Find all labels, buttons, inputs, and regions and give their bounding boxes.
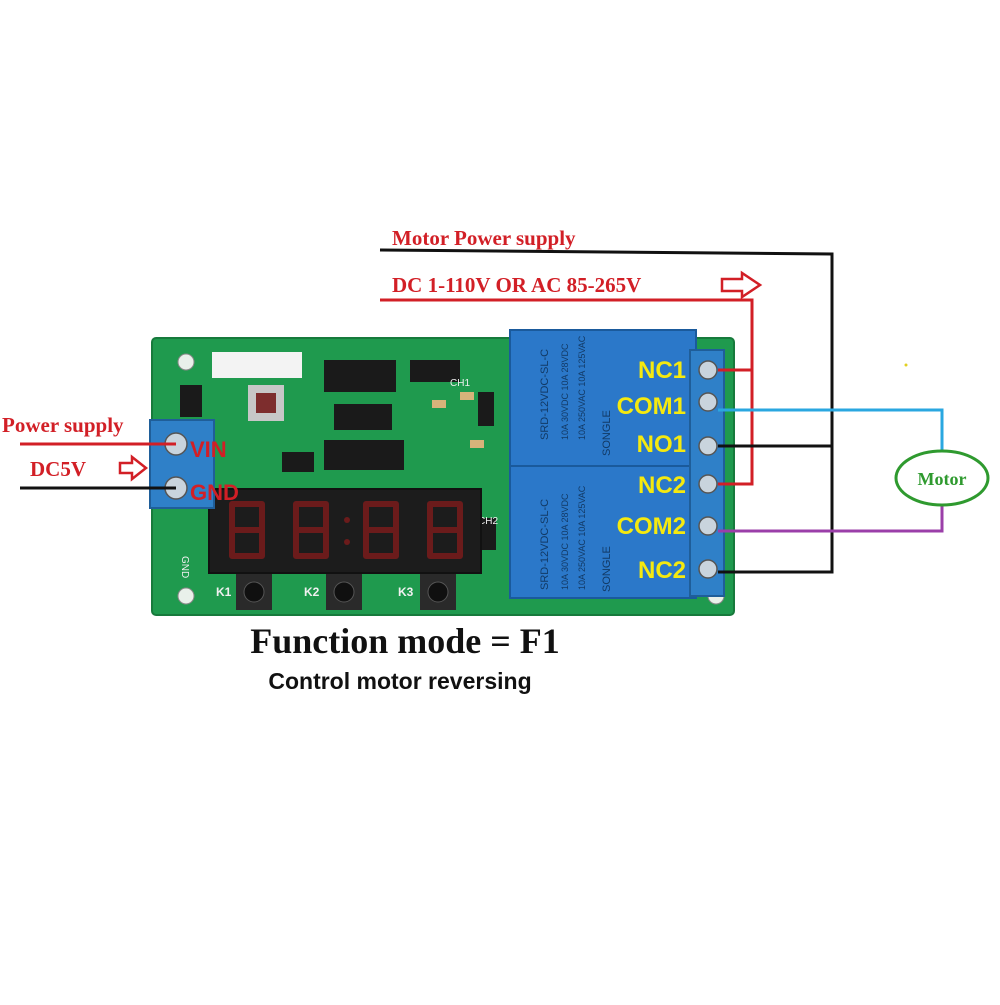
button-k3[interactable] [420, 574, 456, 610]
header-connector [212, 352, 302, 378]
ic-chip [334, 404, 392, 430]
ic-chip [282, 452, 314, 472]
supply-wire-black [379, 248, 834, 574]
pin-no1: NO1 [637, 431, 686, 458]
com2-wire [718, 506, 944, 533]
pin-com1: COM1 [617, 393, 686, 420]
arrow-right-icon [118, 454, 149, 482]
relay-1-rating: 10A 30VDC 10A 28VDC [560, 343, 570, 440]
seven-segment-display [208, 488, 482, 574]
function-mode-subtitle: Control motor reversing [268, 668, 532, 694]
transistor [482, 518, 496, 550]
ic-chip [324, 360, 396, 392]
relay-2-rating-2: 10A 250VAC 10A 125VAC [577, 485, 587, 590]
pin-nc1: NC1 [638, 357, 686, 384]
ic-chip [410, 360, 460, 382]
function-mode-title: Function mode = F1 [250, 621, 560, 661]
gnd-label: GND [190, 480, 239, 505]
supply-wire-red [380, 298, 754, 486]
mounting-hole [177, 353, 195, 371]
motor: Motor [894, 449, 990, 507]
relay-1-model: SRD-12VDC-SL-C [539, 349, 551, 440]
relay-module-board: CH1 CH2 GND [149, 329, 735, 616]
pin-nc2: NC2 [638, 472, 686, 499]
ch2-silk: CH2 [478, 516, 498, 527]
motor-supply-range: DC 1-110V OR AC 85-265V [392, 273, 641, 297]
relay-2: SRD-12VDC-SL-C 10A 30VDC 10A 28VDC 10A 2… [509, 465, 697, 599]
k2-label: K2 [304, 585, 320, 599]
motor-label: Motor [918, 469, 967, 489]
vin-label: VIN [190, 437, 227, 462]
button-k2[interactable] [326, 574, 362, 610]
pin-nc2-bottom: NC2 [638, 557, 686, 584]
relay-2-rating: 10A 30VDC 10A 28VDC [560, 493, 570, 590]
pin-com2: COM2 [617, 513, 686, 540]
relay-2-model: SRD-12VDC-SL-C [539, 499, 551, 590]
regulator [180, 385, 202, 417]
arrow-right-icon [720, 270, 763, 300]
input-terminal-block [149, 419, 215, 509]
relay-2-brand: SONGLE [601, 546, 613, 592]
power-supply-title: Power supply [2, 413, 124, 437]
transistor [478, 392, 494, 426]
power-supply-voltage: DC5V [30, 457, 86, 481]
ic-chip [324, 440, 404, 470]
gnd-silk: GND [179, 556, 190, 578]
button-k1[interactable] [236, 574, 272, 610]
ch1-silk: CH1 [450, 378, 470, 389]
k3-label: K3 [398, 585, 414, 599]
wires [20, 248, 944, 574]
relay-1-brand: SONGLE [601, 410, 613, 456]
mounting-hole [177, 587, 195, 605]
relay-terminal-block [689, 349, 725, 597]
relay-1-rating-2: 10A 250VAC 10A 125VAC [577, 335, 587, 440]
com1-wire [718, 408, 944, 450]
motor-supply-title: Motor Power supply [392, 226, 576, 250]
k1-label: K1 [216, 585, 232, 599]
